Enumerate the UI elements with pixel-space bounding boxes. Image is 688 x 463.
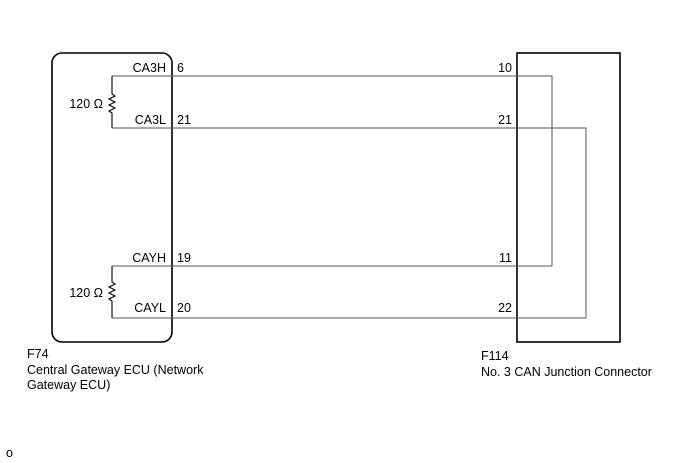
left-pin-cayl: 20: [177, 301, 191, 315]
can-junction-connector-box: [516, 52, 621, 343]
resistor-upper-value: 120 Ω: [69, 97, 103, 111]
right-device-name: No. 3 CAN Junction Connector: [481, 365, 652, 379]
right-pin-ca3l: 21: [498, 113, 512, 127]
wire-ca3h: [112, 75, 553, 266]
signal-label-cayl: CAYL: [134, 301, 166, 315]
left-device-code: F74: [27, 347, 49, 361]
left-device-name-line1: Central Gateway ECU (Network: [27, 363, 204, 377]
central-gateway-ecu-box: [51, 52, 173, 343]
right-pin-cayh: 11: [499, 251, 512, 265]
resistor-lower-value: 120 Ω: [69, 286, 103, 300]
left-pin-cayh: 19: [177, 251, 191, 265]
right-pin-ca3h: 10: [498, 61, 512, 75]
wire-ca3l: [112, 127, 587, 318]
signal-label-ca3h: CA3H: [133, 61, 166, 75]
signal-label-ca3l: CA3L: [135, 113, 166, 127]
resistor-lower-symbol: [107, 266, 117, 318]
resistor-upper-symbol: [107, 76, 117, 128]
left-pin-ca3l: 21: [177, 113, 191, 127]
resistor-upper: [107, 76, 117, 128]
resistor-lower: [107, 266, 117, 318]
footer-mark: o: [6, 446, 13, 460]
left-device-name-line2: Gateway ECU): [27, 378, 111, 392]
right-device-code: F114: [481, 349, 509, 363]
left-pin-ca3h: 6: [177, 61, 184, 75]
signal-label-cayh: CAYH: [132, 251, 166, 265]
right-pin-cayl: 22: [498, 301, 512, 315]
